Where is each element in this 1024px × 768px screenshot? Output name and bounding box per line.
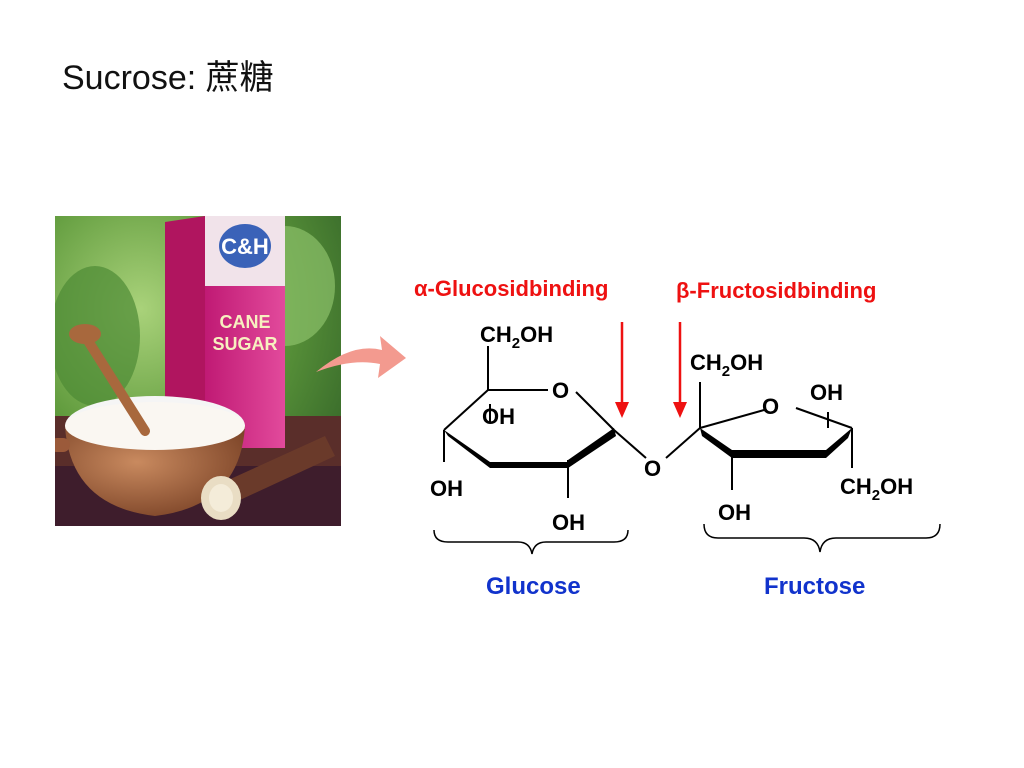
beta-arrow-icon xyxy=(673,322,687,418)
fructose-oh-bottom: OH xyxy=(718,500,751,525)
slide-title: Sucrose: 蔗糖 xyxy=(62,59,274,97)
sucrose-structure-diagram: α-Glucosidbinding β-Fructosidbinding CH2… xyxy=(414,276,941,600)
fructose-brace xyxy=(703,523,941,553)
fructose-ring xyxy=(699,382,853,490)
fructose-oh-upper: OH xyxy=(810,380,843,405)
box-text-cane: CANE xyxy=(219,312,270,332)
alpha-arrow-icon xyxy=(615,322,629,418)
glycosidic-oxygen: O xyxy=(644,456,661,481)
glucose-ring-oxygen: O xyxy=(552,378,569,403)
glucose-ring xyxy=(443,346,647,498)
beta-fructosid-label: β-Fructosidbinding xyxy=(676,278,876,303)
glucose-oh-upper: OH xyxy=(482,404,515,429)
pointer-arrow-icon xyxy=(316,336,406,378)
fructose-ch2oh-top-label: CH2OH xyxy=(690,350,763,380)
box-text-sugar: SUGAR xyxy=(212,334,277,354)
glucose-oh-bottom: OH xyxy=(552,510,585,535)
fructose-ring-front xyxy=(700,428,852,458)
glucose-label: Glucose xyxy=(486,573,581,600)
cane-sugar-photo: C&H CANE SUGAR xyxy=(55,216,341,526)
glucose-oh-left: OH xyxy=(430,476,463,501)
fructose-ring-oxygen: O xyxy=(762,394,779,419)
glucose-ch2oh-label: CH2OH xyxy=(480,322,553,352)
fructose-label: Fructose xyxy=(764,573,865,600)
fructose-ch2oh-bottom-label: CH2OH xyxy=(840,474,913,504)
alpha-glucosid-label: α-Glucosidbinding xyxy=(414,276,608,301)
glucose-brace xyxy=(433,529,629,555)
logo-text: C&H xyxy=(221,234,269,259)
